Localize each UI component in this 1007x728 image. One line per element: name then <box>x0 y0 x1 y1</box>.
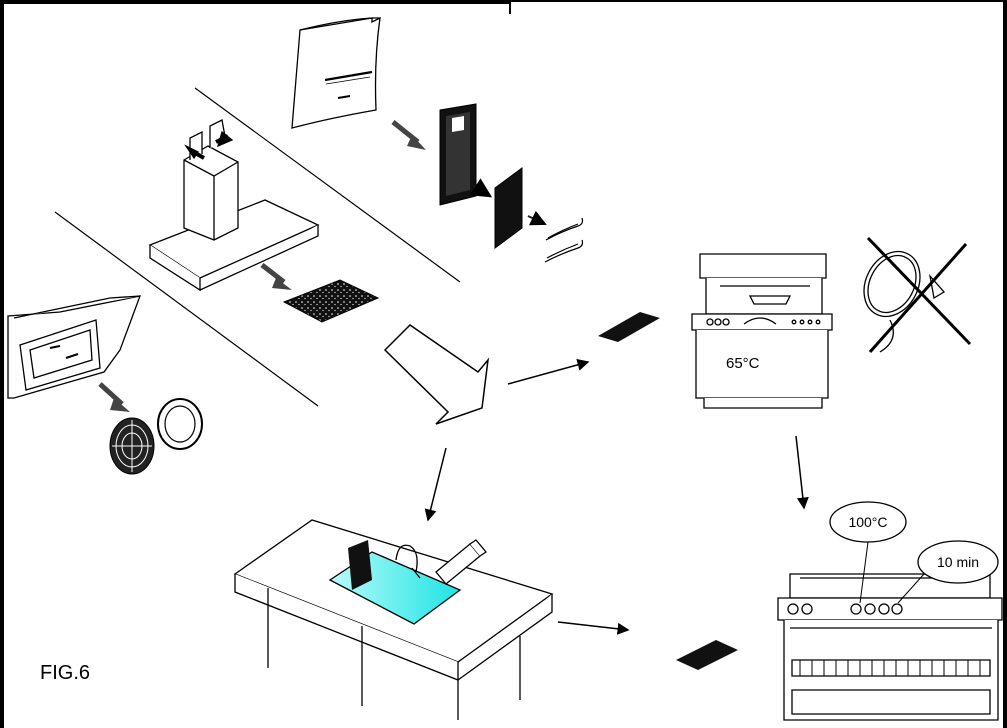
square-carbon-filter <box>282 279 380 323</box>
arrow-hood-to-square-filter <box>260 263 292 290</box>
shelf-lines <box>54 87 461 407</box>
oven-temperature-callout <box>829 501 907 604</box>
filter-in-sink <box>348 540 372 590</box>
no-abrasive-icon <box>863 236 972 353</box>
oven-time-label: 10 min <box>937 554 979 570</box>
dishwasher <box>691 253 833 409</box>
grease-filter-cassette <box>439 103 477 206</box>
oven-temperature-label: 100°C <box>848 514 887 530</box>
filter-clips <box>544 217 584 263</box>
dishwasher-temperature-label: 65°C <box>726 355 760 372</box>
oven <box>777 573 1003 721</box>
chimney-hood <box>148 119 320 292</box>
filter-into-oven <box>676 640 738 670</box>
arrow-hood-to-grease-filter <box>391 120 426 150</box>
filter-ring <box>157 398 203 450</box>
round-carbon-filter <box>109 417 155 475</box>
arrow-hood-to-round-filter <box>98 382 130 412</box>
filter-into-dishwasher <box>598 312 660 342</box>
angled-glass-hood <box>291 16 381 129</box>
figure-label: FIG.6 <box>40 662 91 684</box>
sink-counter <box>233 519 554 720</box>
big-hollow-arrow <box>383 324 490 425</box>
top-rule-right <box>510 0 1007 2</box>
angled-box-hood <box>7 295 142 399</box>
carbon-panel <box>494 167 523 249</box>
arrow-to-carbon-panel <box>469 178 493 198</box>
arrow-to-clips <box>527 210 547 226</box>
flow-arrows <box>424 358 809 635</box>
top-rule-split <box>509 0 511 14</box>
oven-time-callout <box>897 540 999 604</box>
top-rule-left <box>0 0 510 4</box>
